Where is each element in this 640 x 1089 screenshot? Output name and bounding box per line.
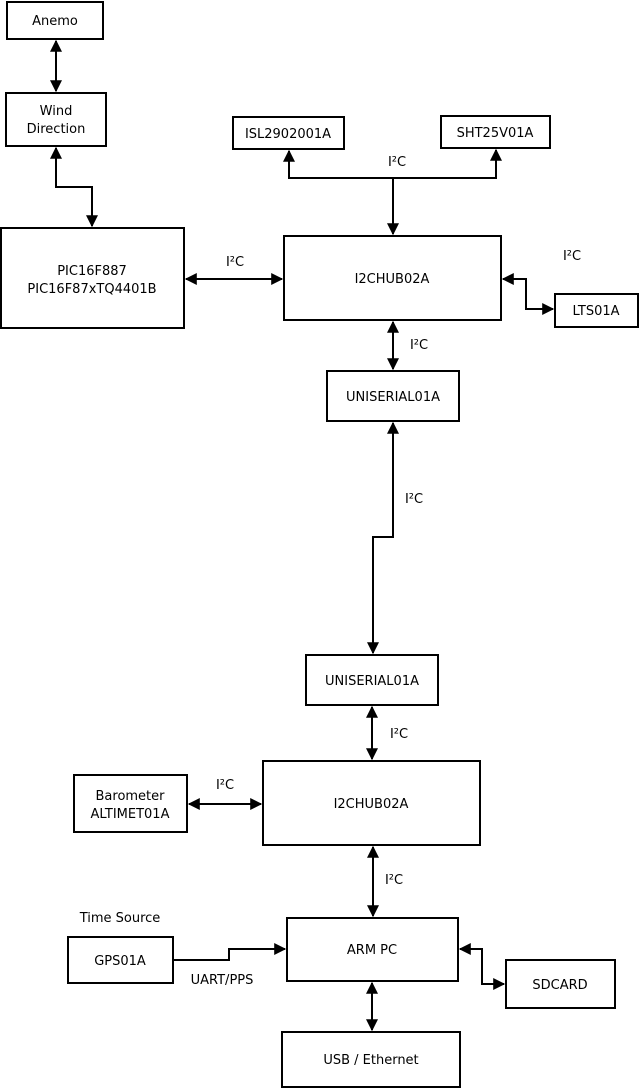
edge-uniserial-top-uniserial-bottom	[367, 421, 399, 655]
edge-label-i2c-uniserial-hub2: I²C	[390, 727, 408, 742]
node-usb-ethernet-box	[281, 1031, 461, 1088]
node-barometer-box	[73, 774, 188, 833]
edge-label-i2c-lts: I²C	[563, 249, 581, 264]
node-pic-box	[0, 227, 185, 329]
node-pic-label-line2: PIC16F87xTQ4401B	[27, 282, 156, 297]
label-time-source: Time Source	[79, 911, 161, 926]
node-i2chub-bottom-box	[262, 760, 481, 846]
edge-label-uart-pps: UART/PPS	[191, 973, 254, 988]
node-armpc-label: ARM PC	[347, 943, 397, 958]
edge-label-i2c-hub1-uniserial: I²C	[410, 338, 428, 353]
node-sht25v01a-box	[440, 115, 551, 149]
edge-label-i2c-uniserial-link: I²C	[405, 492, 423, 507]
node-usb-ethernet-label: USB / Ethernet	[323, 1053, 418, 1068]
node-lts01a-box	[554, 293, 639, 328]
node-sdcard-label: SDCARD	[532, 978, 587, 993]
node-wind-direction-label-line2: Direction	[27, 122, 86, 137]
node-pic-label-line1: PIC16F887	[57, 264, 127, 279]
node-uniserial-bottom-box	[305, 654, 439, 706]
node-wind-direction-label-line1: Wind	[40, 104, 73, 119]
edge-label-i2c-pic: I²C	[226, 255, 244, 270]
node-wind-direction-box	[5, 92, 107, 147]
node-gps01a-box	[67, 936, 174, 984]
node-gps01a-label: GPS01A	[94, 954, 146, 969]
node-uniserial-top-box	[326, 370, 460, 422]
node-anemo-box	[6, 1, 104, 40]
edge-i2chub-top-lts01a	[501, 273, 555, 315]
node-uniserial-bottom-label: UNISERIAL01A	[325, 674, 419, 689]
node-armpc-box	[286, 917, 459, 982]
edge-gps-armpc	[173, 943, 287, 961]
node-isl2902001a-box	[232, 116, 345, 150]
node-barometer-label-line2: ALTIMET01A	[91, 807, 170, 822]
edge-armpc-sdcard	[458, 943, 506, 990]
edge-label-i2c-hub2-armpc: I²C	[385, 873, 403, 888]
edge-winddirection-pic	[50, 146, 98, 228]
node-sht25v01a-label: SHT25V01A	[457, 126, 534, 141]
node-i2chub-top-label: I2CHUB02A	[355, 272, 430, 287]
edge-label-i2c-sensorbus: I²C	[388, 155, 406, 170]
edge-label-i2c-barometer: I²C	[216, 778, 234, 793]
node-i2chub-top-box	[283, 235, 502, 321]
node-anemo-label: Anemo	[32, 14, 78, 29]
node-uniserial-top-label: UNISERIAL01A	[346, 390, 440, 405]
node-isl2902001a-label: ISL2902001A	[245, 127, 331, 142]
node-barometer-label-line1: Barometer	[96, 789, 166, 804]
node-lts01a-label: LTS01A	[572, 304, 619, 319]
node-sdcard-box	[505, 959, 616, 1009]
node-i2chub-bottom-label: I2CHUB02A	[334, 797, 409, 812]
